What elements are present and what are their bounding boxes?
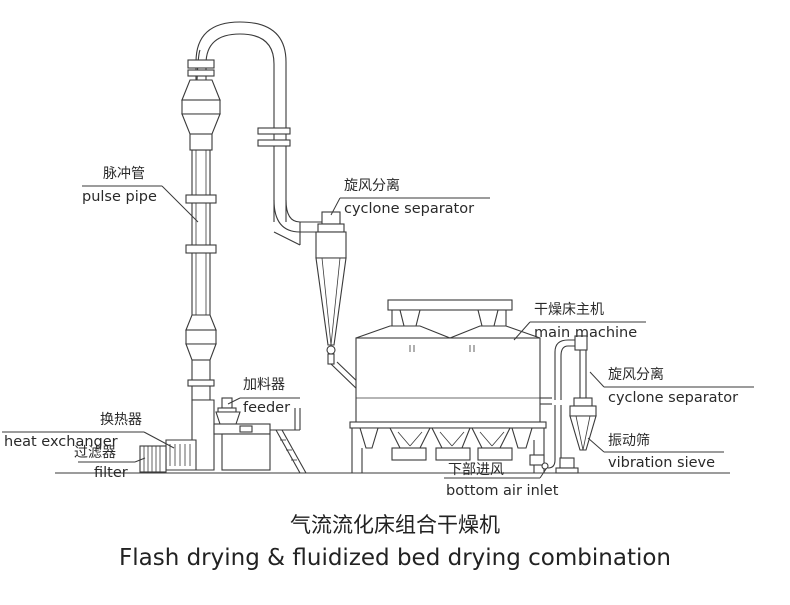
leader-lines — [2, 185, 754, 479]
pulse-pipe-label-cn: 脉冲管 — [103, 166, 145, 182]
filter — [139, 445, 167, 473]
main-machine-label-cn: 干燥床主机 — [534, 302, 604, 318]
feeder-label-cn: 加料器 — [243, 377, 285, 393]
cyclone-separator-top — [315, 211, 363, 393]
vibration-sieve-label-cn: 振动筛 — [608, 433, 650, 449]
filter-label-en: filter — [94, 465, 128, 481]
caption-en: Flash drying & fluidized bed drying comb… — [119, 545, 671, 571]
cyclone-right-label-en: cyclone separator — [608, 390, 738, 406]
pulse-pipe-label-en: pulse pipe — [82, 189, 157, 205]
cyclone-separator-right — [547, 335, 597, 469]
heat-exchanger-label-cn: 换热器 — [100, 411, 142, 428]
caption-cn: 气流流化床组合干燥机 — [290, 513, 500, 537]
main-machine-label-en: main machine — [534, 325, 637, 341]
cyclone-duct — [273, 199, 322, 246]
pulse-pipe — [159, 21, 291, 471]
cyclone-right-label-cn: 旋风分离 — [608, 366, 664, 383]
bottom-air-inlet-label-cn: 下部进风 — [448, 462, 504, 478]
vibration-sieve — [555, 457, 579, 474]
cyclone-top-label-en: cyclone separator — [344, 201, 474, 217]
bottom-air-inlet-label-en: bottom air inlet — [446, 483, 559, 499]
filter-label-cn: 过滤器 — [74, 445, 116, 461]
vibration-sieve-label-en: vibration sieve — [608, 455, 715, 471]
cyclone-top-label-cn: 旋风分离 — [344, 177, 400, 194]
heat-exchanger-label-en: heat exchanger — [4, 434, 118, 450]
main-machine — [349, 299, 552, 473]
heat-exchanger — [165, 439, 197, 471]
feeder-label-en: feeder — [243, 400, 290, 416]
feeder — [213, 397, 307, 474]
